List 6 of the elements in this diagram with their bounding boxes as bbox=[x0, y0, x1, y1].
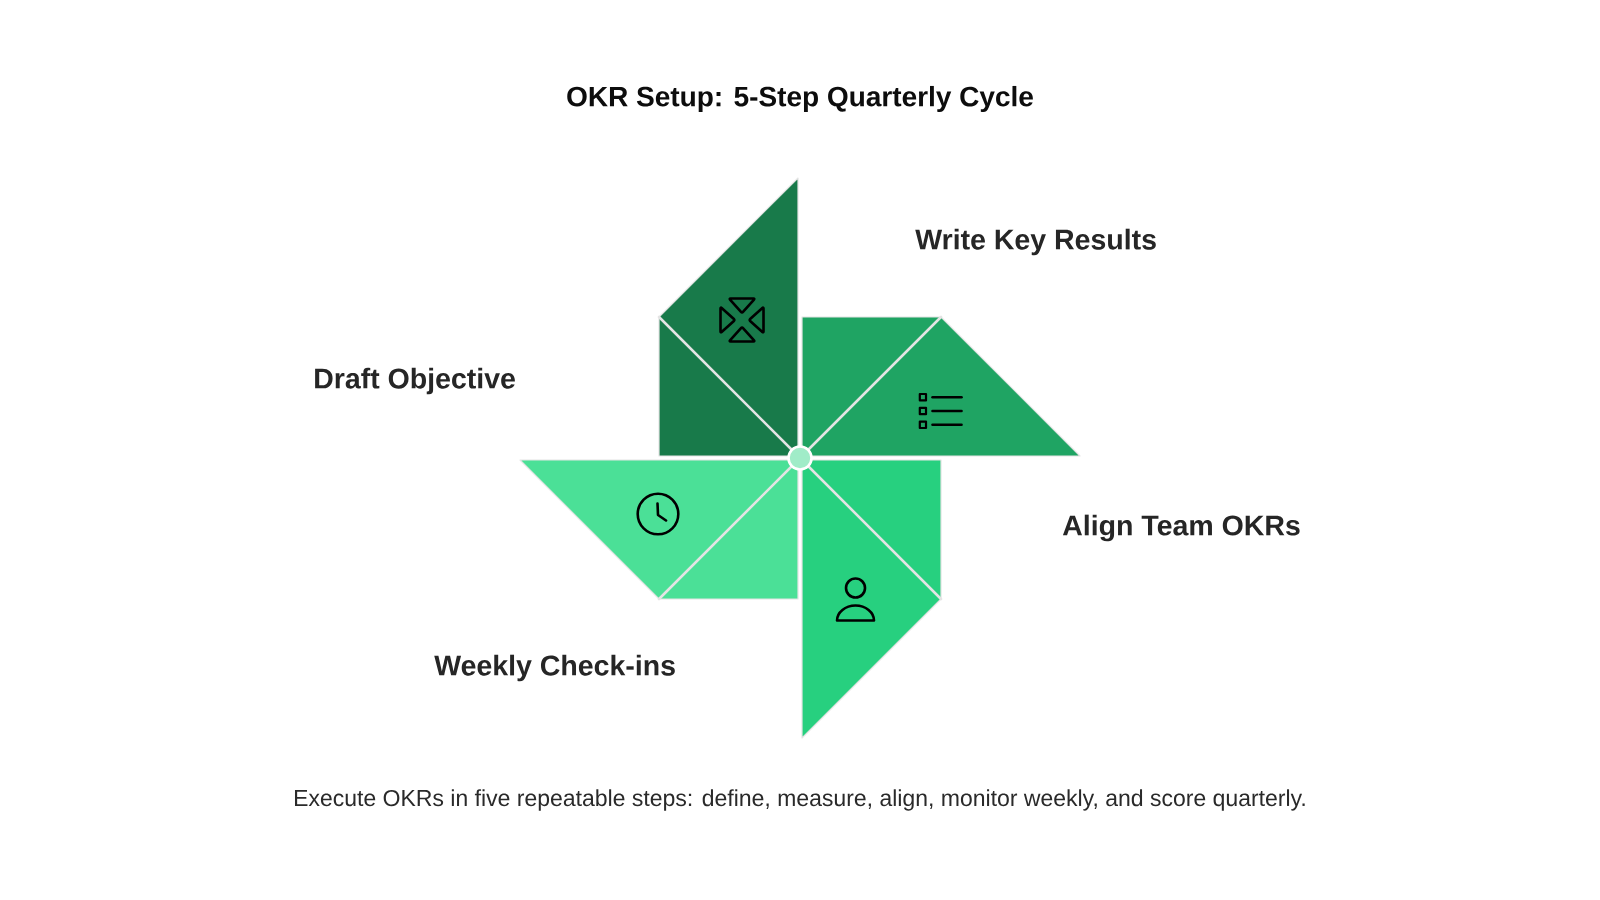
title: OKR Setup: 5-Step Quarterly Cycle bbox=[567, 85, 1033, 113]
step-label: Weekly Check-ins bbox=[434, 654, 675, 682]
step-label: Draft Objective bbox=[315, 367, 515, 395]
step-label: Write Key Results bbox=[915, 228, 1156, 256]
step-label: Align Team OKRs bbox=[1062, 514, 1300, 542]
caption: Execute OKRs in five repeatable steps: define, measure, align, monitor weekly, and score quarterly. bbox=[295, 789, 1305, 811]
